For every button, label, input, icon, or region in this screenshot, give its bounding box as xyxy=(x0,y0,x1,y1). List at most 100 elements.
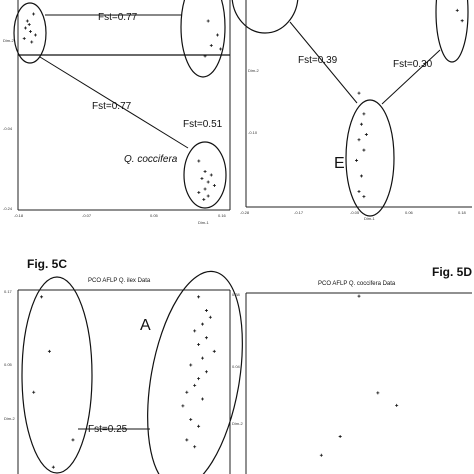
panel-c-cluster-ellipse xyxy=(21,276,93,474)
panel-a-xtick: -0.07 xyxy=(82,213,92,218)
scatter-point xyxy=(208,315,212,319)
scatter-point xyxy=(23,26,27,30)
panel-c-title: PCO AFLP Q. ilex Data xyxy=(88,278,151,284)
panel-b-xtick: -0.05 xyxy=(350,210,360,215)
scatter-point xyxy=(204,336,208,340)
panel-a-xlabel: Dim-1 xyxy=(198,220,209,225)
scatter-point xyxy=(30,40,34,44)
scatter-point xyxy=(395,403,399,407)
panel-c-fst-label: Fst=0.25 xyxy=(88,424,128,435)
scatter-point xyxy=(25,19,29,23)
scatter-point xyxy=(362,148,366,152)
scatter-point xyxy=(51,465,55,469)
panel-a-ylabel: Dim-2 xyxy=(3,38,14,43)
panel-a: Dim-2 -0.04 -0.24 -0.18 -0.07 0.05 0.16 … xyxy=(3,0,231,225)
scatter-point xyxy=(189,363,193,367)
scatter-point xyxy=(47,349,51,353)
scatter-point xyxy=(357,138,361,142)
scatter-point xyxy=(197,295,201,299)
panel-b-cluster-ellipse xyxy=(231,0,299,34)
panel-c-group-label: A xyxy=(140,317,151,334)
scatter-point xyxy=(40,295,44,299)
scatter-point xyxy=(201,356,205,360)
scatter-point xyxy=(460,19,464,23)
scatter-point xyxy=(27,23,31,26)
scatter-point xyxy=(197,343,201,347)
panel-a-connector xyxy=(39,56,189,149)
scatter-point xyxy=(206,180,210,184)
scatter-point xyxy=(200,177,204,180)
scatter-point xyxy=(338,435,342,439)
panel-a-fst-label: Fst=0.51 xyxy=(183,119,223,130)
scatter-point xyxy=(357,294,361,298)
panel-b-ylabel: Dim-2 xyxy=(248,68,259,73)
scatter-point xyxy=(185,390,189,394)
panel-b-xtick: -0.17 xyxy=(294,210,304,215)
scatter-point xyxy=(202,198,206,201)
scatter-point xyxy=(206,19,210,23)
panel-c-ytick: 0.17 xyxy=(4,289,13,294)
panel-d-ytick: 0.04 xyxy=(232,364,241,369)
scatter-point xyxy=(71,438,75,442)
panel-a-xtick: -0.18 xyxy=(14,213,24,218)
panel-b-points xyxy=(355,8,464,199)
panel-c-figlabel: Fig. 5C xyxy=(27,257,67,271)
scatter-point xyxy=(197,191,201,194)
scatter-point xyxy=(209,44,213,47)
panel-d-title: PCO AFLP Q. coccifera Data xyxy=(318,281,396,287)
scatter-point xyxy=(204,370,208,374)
scatter-point xyxy=(197,377,201,381)
panel-a-fst-label: Fst=0.77 xyxy=(92,101,132,112)
scatter-point xyxy=(189,417,193,421)
scatter-point xyxy=(32,390,36,394)
scatter-point xyxy=(201,322,205,326)
scatter-point xyxy=(197,159,201,163)
panel-b-ytick: -0.10 xyxy=(248,130,258,135)
scatter-point xyxy=(355,158,359,162)
scatter-point xyxy=(209,173,213,177)
scatter-point xyxy=(364,133,368,137)
panel-a-ytick: -0.04 xyxy=(3,126,13,131)
panel-b-fst-label: Fst=0.30 xyxy=(393,59,433,70)
panel-b-fst-label: Fst=0.39 xyxy=(298,55,338,66)
scatter-point xyxy=(193,329,197,333)
scatter-point xyxy=(181,404,185,408)
panel-a-species-label: Q. coccifera xyxy=(124,154,178,165)
panel-a-points xyxy=(22,12,223,201)
scatter-point xyxy=(376,391,380,395)
scatter-point xyxy=(193,445,197,449)
panel-b-cluster-ellipse xyxy=(435,0,469,63)
scatter-point xyxy=(203,170,207,173)
scatter-point xyxy=(212,184,216,187)
panel-a-cluster-ellipse xyxy=(13,2,47,64)
scatter-point xyxy=(32,12,36,16)
panel-b-connector xyxy=(289,21,358,104)
panel-b-cluster-ellipse xyxy=(345,99,395,217)
panel-c-ylabel: Dim-2 xyxy=(4,416,15,421)
panel-c-points xyxy=(32,295,216,469)
scatter-point xyxy=(206,194,210,198)
panel-b-connector xyxy=(381,49,441,105)
panel-b-xlabel: Dim-1 xyxy=(364,216,375,221)
panel-b-xtick: 0.18 xyxy=(458,210,467,215)
panel-d-ytick: 0.38 xyxy=(232,292,241,297)
panel-a-cluster-ellipse xyxy=(183,141,227,209)
scatter-point xyxy=(216,33,220,37)
scatter-point xyxy=(28,30,32,33)
scatter-point xyxy=(319,453,323,457)
panel-a-xtick: 0.16 xyxy=(218,213,227,218)
panel-a-cluster-ellipse xyxy=(180,0,226,78)
panel-c-cluster-ellipse xyxy=(147,270,243,474)
scatter-point xyxy=(185,438,189,442)
panel-a-fst-label: Fst=0.77 xyxy=(98,12,138,23)
scatter-point xyxy=(212,349,216,353)
panel-c: Fig. 5C PCO AFLP Q. ilex Data 0.17 0.05 … xyxy=(4,257,243,474)
panel-d-points xyxy=(319,294,399,457)
panel-b: Dim-2 -0.10 -0.28 -0.17 -0.05 0.06 0.18 … xyxy=(231,0,472,221)
scatter-point xyxy=(203,187,207,191)
panel-b-xtick: -0.28 xyxy=(240,210,250,215)
panel-c-ytick: 0.05 xyxy=(4,362,13,367)
scatter-point xyxy=(359,174,363,178)
scatter-point xyxy=(362,112,366,116)
